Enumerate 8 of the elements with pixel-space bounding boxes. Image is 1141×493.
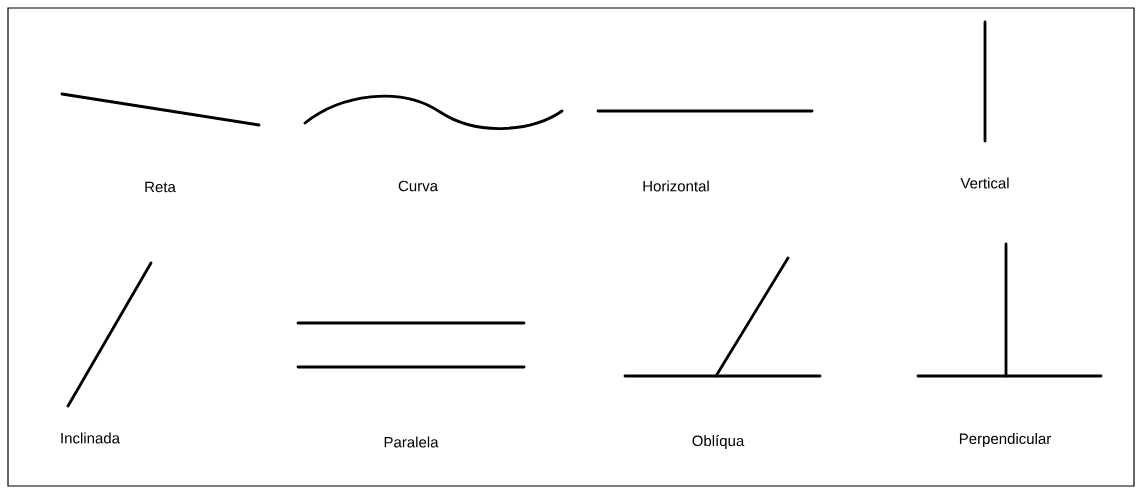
line-caption: Horizontal [643, 180, 709, 192]
line-caption: Inclinada [61, 432, 120, 444]
line-caption: Curva [398, 180, 438, 192]
line-caption: Paralela [384, 436, 439, 448]
line-caption: Perpendicular [959, 433, 1051, 447]
line-caption: Reta [145, 181, 176, 193]
line-caption: Oblíqua [692, 434, 745, 450]
line-caption: Vertical [960, 177, 1009, 189]
